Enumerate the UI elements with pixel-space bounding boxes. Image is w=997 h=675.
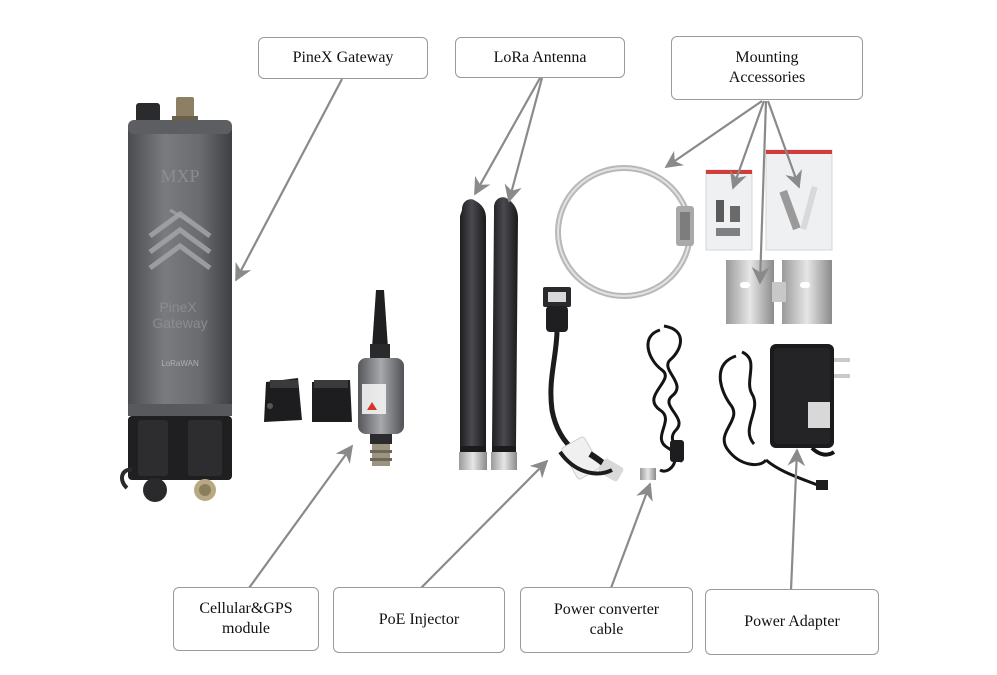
power-adapter-image	[718, 344, 850, 490]
lora-antenna-image	[459, 197, 518, 470]
label-lora-antenna: LoRa Antenna	[455, 37, 625, 78]
arrow-power-adapter	[787, 448, 806, 591]
mounting-accessories-image	[555, 149, 833, 324]
arrow-mounting-bracket	[751, 100, 770, 285]
label-pinex-gateway-text: PineX Gateway	[292, 49, 394, 66]
label-power-converter-cable: Power converter cable	[520, 587, 693, 653]
gateway-name-line-1: PineX	[159, 299, 197, 315]
gateway-logo: MXP	[160, 166, 199, 186]
arrow-mounting-bag-2	[766, 100, 802, 189]
label-poe-injector-text: PoE Injector	[378, 611, 460, 628]
arrow-power-converter	[609, 482, 653, 589]
label-cellular-gps-module-text: Cellular&GPS module	[199, 600, 293, 637]
arrow-lora-antenna-right	[504, 77, 544, 203]
label-poe-injector: PoE Injector	[333, 587, 505, 653]
callout-arrows	[235, 77, 806, 591]
label-mounting-accessories-text: Mounting Accessories	[728, 49, 806, 86]
arrow-lora-antenna-left	[474, 77, 541, 196]
gateway-name-line-2: Gateway	[152, 315, 207, 331]
arrow-cellular-gps	[248, 444, 354, 589]
label-power-adapter: Power Adapter	[705, 589, 879, 655]
label-power-adapter-text: Power Adapter	[744, 613, 840, 630]
arrow-mounting-bag-1	[730, 100, 766, 190]
cellular-gps-module-image	[264, 290, 404, 466]
power-converter-cable-image	[640, 324, 684, 480]
arrow-pinex-gateway	[235, 78, 343, 282]
label-lora-antenna-text: LoRa Antenna	[493, 48, 587, 66]
gateway-lorawan-badge: LoRaWAN	[161, 359, 199, 368]
label-pinex-gateway: PineX Gateway	[258, 37, 428, 79]
poe-injector-image	[543, 287, 624, 482]
label-cellular-gps-module: Cellular&GPS module	[173, 587, 319, 651]
gateway-product-name: PineX Gateway	[152, 299, 207, 331]
arrow-mounting-clamp	[664, 100, 763, 168]
arrow-poe-injector	[420, 459, 549, 589]
pinex-gateway-image: MXP PineX Gateway LoRaWAN	[120, 97, 232, 502]
label-power-converter-cable-text: Power converter cable	[553, 601, 660, 638]
label-mounting-accessories: Mounting Accessories	[671, 36, 863, 100]
